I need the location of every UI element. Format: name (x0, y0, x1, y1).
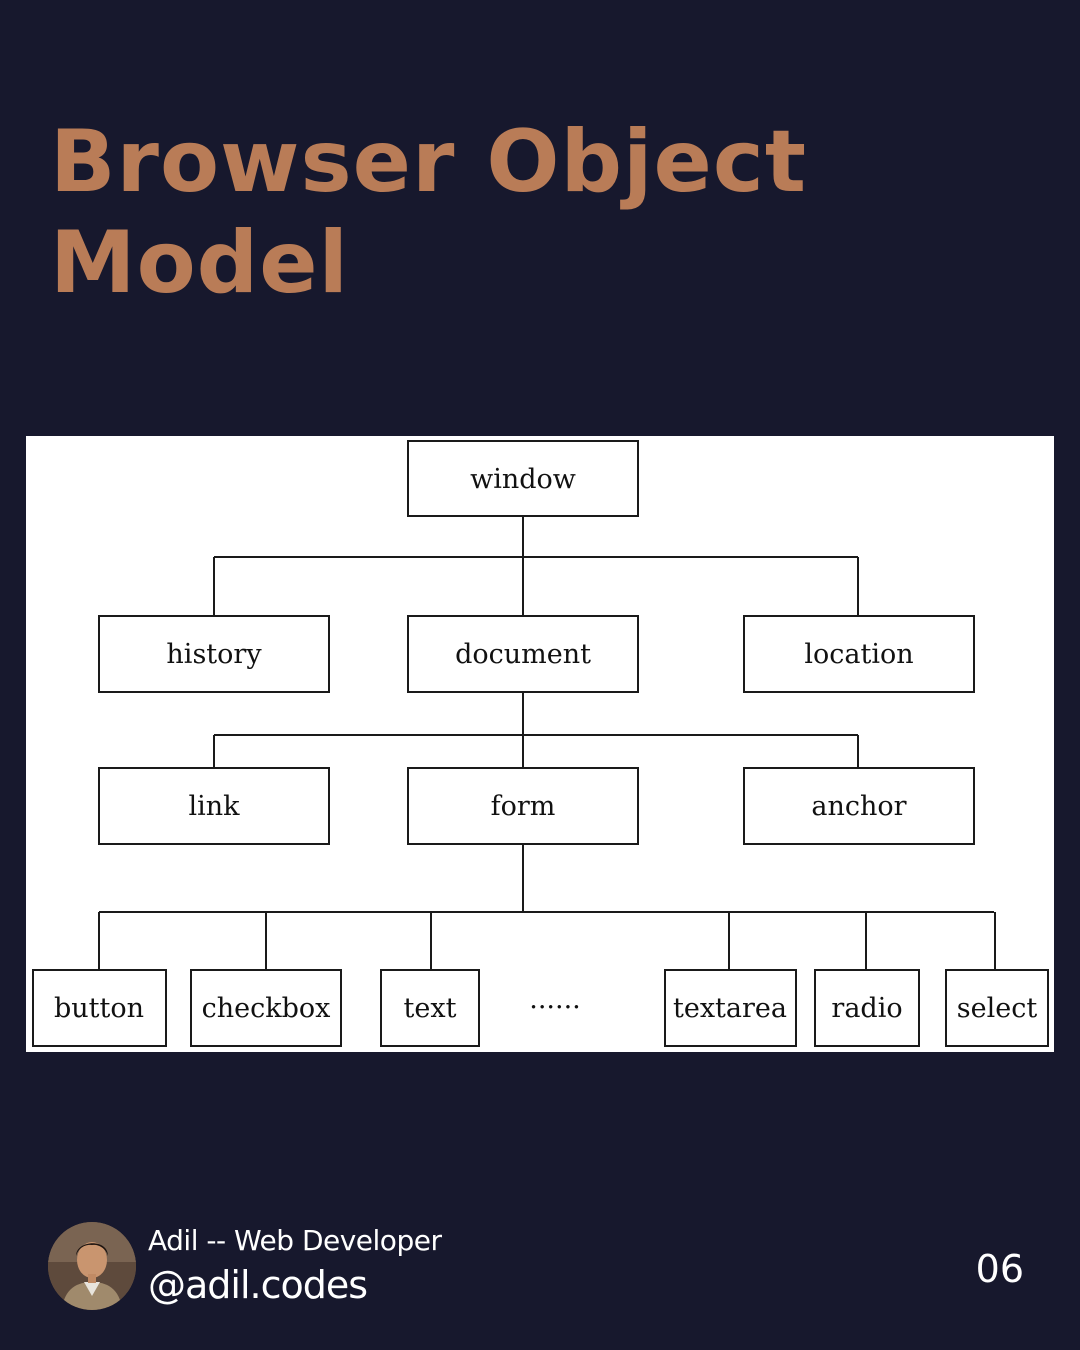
node-location-label: location (804, 639, 913, 670)
node-ellipsis: ...... (529, 984, 581, 1015)
author-handle: @adil.codes (148, 1263, 368, 1307)
page-title-line-1: Browser Object (50, 112, 807, 212)
node-checkbox-label: checkbox (202, 993, 331, 1024)
node-form: form (407, 767, 639, 845)
bom-tree: window history document location link fo… (32, 440, 1049, 1047)
node-history: history (98, 615, 330, 693)
bom-diagram: window history document location link fo… (26, 436, 1054, 1052)
edge-window-children (213, 516, 859, 616)
node-anchor-label: anchor (811, 791, 906, 822)
node-window-label: window (470, 464, 576, 495)
node-radio-label: radio (831, 993, 902, 1024)
page-title-line-2: Model (50, 213, 350, 313)
avatar-portrait-icon (48, 1222, 136, 1310)
edge-document-children (213, 692, 859, 768)
node-textarea: textarea (664, 969, 797, 1047)
node-select: select (945, 969, 1049, 1047)
node-text-label: text (404, 993, 457, 1024)
node-document: document (407, 615, 639, 693)
page-title: Browser Object Model (50, 112, 1050, 314)
node-link: link (98, 767, 330, 845)
node-text: text (380, 969, 480, 1047)
author-name: Adil -- Web Developer (148, 1224, 442, 1257)
node-document-label: document (455, 639, 591, 670)
page-number: 06 (975, 1247, 1024, 1291)
edge-form-children (98, 844, 996, 970)
tree-connectors (98, 516, 996, 970)
node-anchor: anchor (743, 767, 975, 845)
node-radio: radio (814, 969, 920, 1047)
avatar (48, 1222, 136, 1310)
node-textarea-label: textarea (673, 993, 787, 1024)
node-button: button (32, 969, 167, 1047)
node-history-label: history (166, 639, 262, 670)
node-window: window (407, 440, 639, 517)
node-form-label: form (491, 791, 556, 822)
node-checkbox: checkbox (190, 969, 342, 1047)
node-link-label: link (188, 791, 240, 822)
node-button-label: button (54, 993, 144, 1024)
node-select-label: select (957, 993, 1038, 1024)
node-location: location (743, 615, 975, 693)
